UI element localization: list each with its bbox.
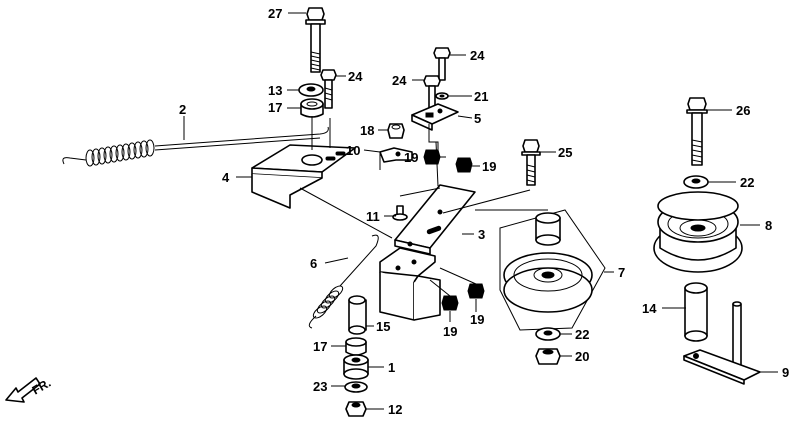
bolt-24c: [423, 75, 441, 109]
callout-2: 2: [179, 102, 186, 117]
stud-11: [392, 205, 408, 221]
spring-2: [62, 126, 329, 167]
collar-17b: [345, 337, 367, 356]
callout-3: 3: [478, 227, 485, 242]
callout-19c: 19: [443, 324, 457, 339]
washer-22b: [535, 327, 561, 341]
nut-19-plate: [423, 149, 441, 165]
pulley-8: [653, 191, 743, 273]
bolt-24a: [320, 69, 337, 109]
bracket-4: [251, 144, 356, 209]
nut-19b: [455, 157, 473, 173]
nut-19d: [467, 283, 485, 299]
callout-25: 25: [558, 145, 572, 160]
callout-18: 18: [360, 123, 374, 138]
plate-5: [411, 103, 459, 155]
nut-18: [387, 123, 405, 139]
clip-10: [379, 147, 413, 170]
nut-20: [535, 348, 561, 365]
callout-6: 6: [310, 256, 317, 271]
washer-22a: [683, 175, 709, 189]
callout-23: 23: [313, 379, 327, 394]
tube-15: [348, 295, 367, 335]
callout-9: 9: [782, 365, 789, 380]
sleeve-14: [684, 282, 708, 342]
callout-24a: 24: [348, 69, 363, 84]
front-direction-arrow: FR.: [5, 376, 54, 403]
callouts: 27 13 24 17 2 4 24 24 21 5 18 10 19 19 2…: [179, 6, 789, 417]
callout-17a: 17: [268, 100, 282, 115]
callout-24c: 24: [392, 73, 407, 88]
leader-lines: [183, 12, 778, 410]
callout-12: 12: [388, 402, 402, 417]
callout-27: 27: [268, 6, 282, 21]
pulley-assembly-7: [499, 209, 606, 331]
callout-5: 5: [474, 111, 481, 126]
callout-15: 15: [376, 319, 390, 334]
callout-17b: 17: [313, 339, 327, 354]
spacer-1: [343, 354, 369, 380]
callout-7: 7: [618, 265, 625, 280]
callout-1: 1: [388, 360, 395, 375]
connection-lines: [299, 116, 548, 239]
washer-21: [435, 92, 449, 100]
nut-12: [345, 401, 367, 417]
callout-22a: 22: [740, 175, 754, 190]
washer-23: [344, 381, 368, 393]
spring-6: [308, 234, 379, 329]
bolt-25: [521, 139, 541, 186]
callout-26: 26: [736, 103, 750, 118]
callout-14: 14: [642, 301, 657, 316]
washer-13: [298, 83, 324, 97]
bolt-26: [686, 97, 708, 166]
callout-22b: 22: [575, 327, 589, 342]
collar-17a: [300, 98, 324, 118]
bolt-24b: [433, 47, 451, 81]
bolt-27: [305, 7, 326, 73]
callout-10: 10: [346, 143, 360, 158]
callout-13: 13: [268, 83, 282, 98]
fr-label: FR.: [30, 376, 54, 398]
callout-19b: 19: [482, 159, 496, 174]
nut-19c: [441, 295, 459, 311]
callout-19a: 19: [404, 150, 418, 165]
callout-20: 20: [575, 349, 589, 364]
callout-19d: 19: [470, 312, 484, 327]
callout-24b: 24: [470, 48, 485, 63]
callout-21: 21: [474, 89, 488, 104]
idler-arm-3: [379, 184, 531, 321]
callout-8: 8: [765, 218, 772, 233]
callout-4: 4: [222, 170, 230, 185]
callout-11: 11: [366, 209, 380, 224]
